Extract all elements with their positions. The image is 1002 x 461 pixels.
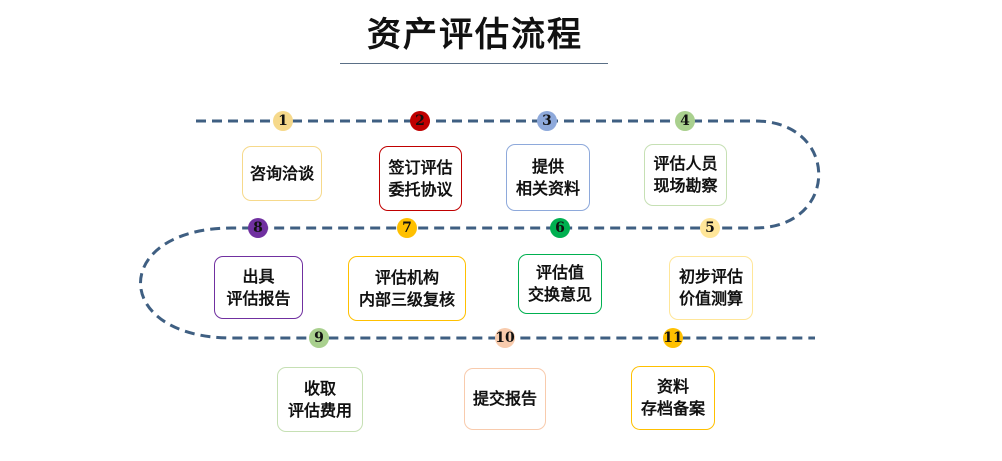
step-number-badge-10: 10 bbox=[495, 328, 515, 348]
step-number-badge-7: 7 bbox=[397, 218, 417, 238]
step-number-badge-1: 1 bbox=[273, 111, 293, 131]
step-number-badge-3: 3 bbox=[537, 111, 557, 131]
step-box-3: 提供 相关资料 bbox=[506, 144, 590, 211]
step-number-badge-4: 4 bbox=[675, 111, 695, 131]
step-box-10: 提交报告 bbox=[464, 368, 546, 430]
step-box-9: 收取 评估费用 bbox=[277, 367, 363, 432]
step-box-6: 评估值 交换意见 bbox=[518, 254, 602, 314]
step-box-5: 初步评估 价值测算 bbox=[669, 256, 753, 320]
diagram-title: 资产评估流程 bbox=[367, 15, 583, 55]
step-box-11: 资料 存档备案 bbox=[631, 366, 715, 430]
step-number-badge-11: 11 bbox=[663, 328, 683, 348]
step-box-2: 签订评估 委托协议 bbox=[379, 146, 462, 211]
step-box-7: 评估机构 内部三级复核 bbox=[348, 256, 466, 321]
dashed-serpentine-path bbox=[139, 119, 821, 340]
title-underline bbox=[340, 63, 608, 64]
step-number-badge-6: 6 bbox=[550, 218, 570, 238]
step-number-badge-9: 9 bbox=[309, 328, 329, 348]
step-number-badge-8: 8 bbox=[248, 218, 268, 238]
step-number-badge-5: 5 bbox=[700, 218, 720, 238]
step-box-1: 咨询洽谈 bbox=[242, 146, 322, 201]
step-box-8: 出具 评估报告 bbox=[214, 256, 303, 319]
step-number-badge-2: 2 bbox=[410, 111, 430, 131]
step-box-4: 评估人员 现场勘察 bbox=[644, 144, 727, 206]
